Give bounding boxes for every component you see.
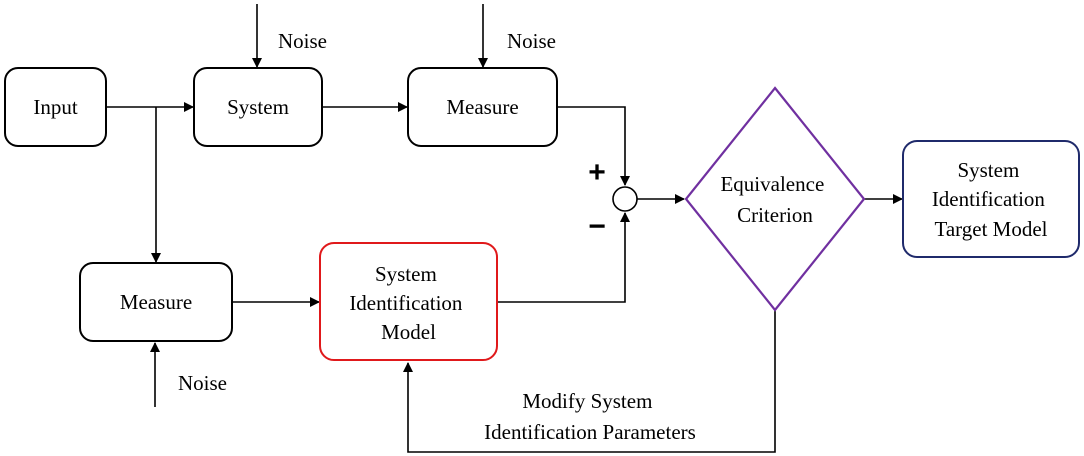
- plus-sign: +: [588, 156, 606, 189]
- input-block: Input: [4, 67, 107, 147]
- input-label: Input: [33, 95, 77, 119]
- arrow-model-to-junction: [497, 212, 630, 303]
- system-block: System: [193, 67, 323, 147]
- measure-bottom-block: Measure: [79, 262, 233, 342]
- equivalence-criterion-block: Equivalence Criterion: [684, 86, 866, 312]
- summing-junction: + −: [588, 156, 638, 243]
- measure-top-label: Measure: [446, 95, 518, 119]
- noise-label-system: Noise: [278, 29, 327, 53]
- target-model-label: System Identification Target Model: [932, 158, 1050, 241]
- noise-label-measure-top: Noise: [507, 29, 556, 53]
- measure-bottom-label: Measure: [120, 290, 192, 314]
- noise-label-measure-bottom: Noise: [178, 371, 227, 395]
- target-model-block: System Identification Target Model: [902, 140, 1080, 258]
- identification-model-block: System Identification Model: [319, 242, 498, 361]
- feedback-label: Modify System Identification Parameters: [484, 389, 696, 444]
- equivalence-criterion-label: Equivalence Criterion: [720, 172, 829, 227]
- system-label: System: [227, 95, 289, 119]
- arrow-feedback-to-model: [403, 310, 776, 453]
- identification-model-label: System Identification Model: [349, 262, 467, 344]
- minus-sign: −: [588, 210, 606, 243]
- arrow-measure-to-junction: [557, 106, 630, 186]
- measure-top-block: Measure: [407, 67, 558, 147]
